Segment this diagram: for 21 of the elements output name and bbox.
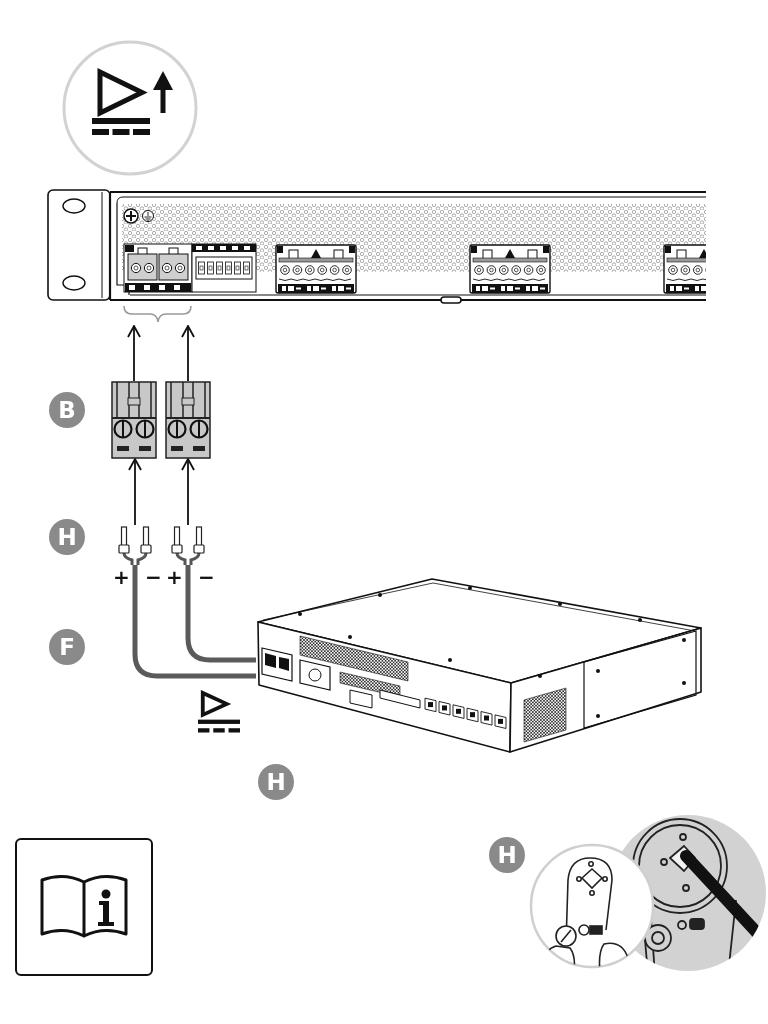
terminal-plug-drawing: [165, 381, 211, 459]
callout-letter: H: [49, 519, 85, 555]
arrow: [181, 325, 195, 382]
callout-letter: H: [258, 764, 294, 800]
cable: [185, 565, 256, 663]
callout-letter: H: [489, 837, 525, 873]
power-supply-drawing: [256, 576, 704, 756]
callout-letter: F: [49, 629, 85, 665]
arrow: [181, 458, 195, 526]
polarity-sign: −: [198, 567, 215, 587]
polarity-sign: +: [166, 567, 183, 587]
polarity-sign: +: [113, 567, 130, 587]
wire-ferrule-drawing: [117, 525, 153, 565]
polarity-sign: −: [145, 567, 162, 587]
arrow: [127, 325, 141, 382]
cable: [132, 565, 256, 679]
terminal-plug-drawing: [111, 381, 157, 459]
manual-frame: [15, 838, 153, 976]
wire-ferrule-drawing: [170, 525, 206, 565]
callout-letter: B: [49, 392, 85, 428]
arrow: [128, 458, 142, 526]
